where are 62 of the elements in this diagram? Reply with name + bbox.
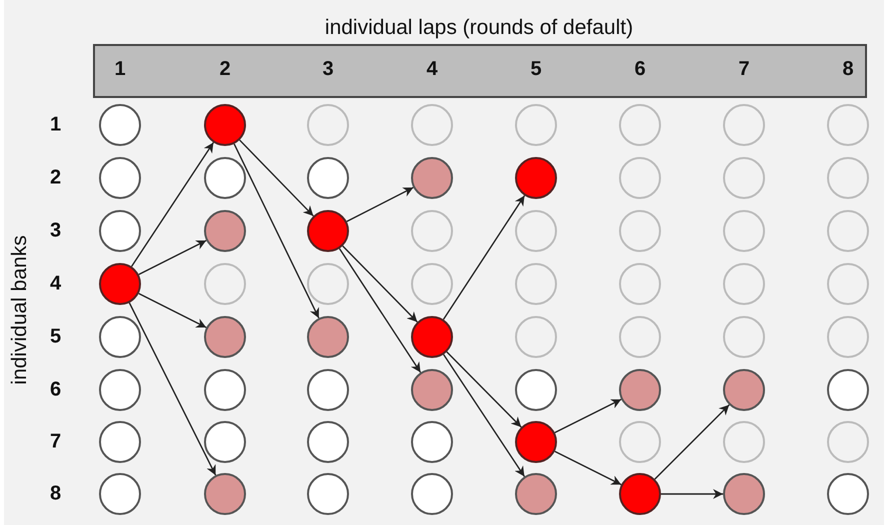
state-circle xyxy=(619,421,661,463)
row-number: 3 xyxy=(50,220,62,242)
state-circle xyxy=(723,263,765,305)
axis-title: individual banks xyxy=(8,235,32,385)
state-circle xyxy=(411,263,453,305)
row-number: 4 xyxy=(50,272,62,296)
state-circle xyxy=(619,104,661,146)
arrow xyxy=(239,140,314,216)
arrow xyxy=(554,450,622,486)
arrow xyxy=(554,398,622,434)
column-number: 3 xyxy=(322,58,334,81)
state-circle xyxy=(723,210,765,252)
arrow xyxy=(446,351,522,428)
column-number: 6 xyxy=(634,58,646,81)
arrow xyxy=(442,195,526,320)
state-circle xyxy=(515,263,557,305)
state-circle xyxy=(619,263,661,305)
state-circle xyxy=(723,104,765,146)
column-number: 4 xyxy=(426,58,438,81)
arrow xyxy=(128,302,216,476)
state-circle xyxy=(827,421,869,463)
row-number: 8 xyxy=(50,482,62,506)
state-circle xyxy=(827,263,869,305)
column-number: 2 xyxy=(219,58,231,81)
state-circle xyxy=(307,263,349,305)
arrow xyxy=(346,186,414,222)
row-number: 2 xyxy=(50,166,62,190)
column-number: 8 xyxy=(842,58,854,81)
axis-title: individual laps (rounds of default) xyxy=(324,16,634,40)
state-circle xyxy=(619,210,661,252)
arrow xyxy=(342,246,418,322)
state-circle xyxy=(411,104,453,146)
column-number: 7 xyxy=(738,58,750,81)
row-number: 1 xyxy=(50,114,62,136)
state-circle xyxy=(827,316,869,358)
state-circle xyxy=(515,210,557,252)
state-circle xyxy=(515,316,557,358)
row-number: 6 xyxy=(50,378,62,402)
arrow xyxy=(234,144,320,318)
state-circle xyxy=(619,316,661,358)
state-circle xyxy=(204,263,246,305)
arrow xyxy=(443,354,525,477)
state-circle xyxy=(723,316,765,358)
arrow xyxy=(338,248,422,373)
state-circle xyxy=(515,104,557,146)
row-number: 7 xyxy=(50,430,62,454)
state-circle xyxy=(827,210,869,252)
state-circle xyxy=(619,157,661,199)
arrow xyxy=(138,292,207,328)
state-circle xyxy=(307,104,349,146)
arrow xyxy=(654,404,730,480)
column-number: 5 xyxy=(530,58,542,81)
state-circle xyxy=(827,104,869,146)
arrow xyxy=(130,142,214,267)
state-circle xyxy=(827,157,869,199)
column-number: 1 xyxy=(114,58,126,81)
state-circle xyxy=(411,210,453,252)
arrow xyxy=(661,489,723,499)
state-circle xyxy=(723,421,765,463)
row-number: 5 xyxy=(50,326,62,348)
arrow xyxy=(138,240,207,276)
state-circle xyxy=(723,157,765,199)
